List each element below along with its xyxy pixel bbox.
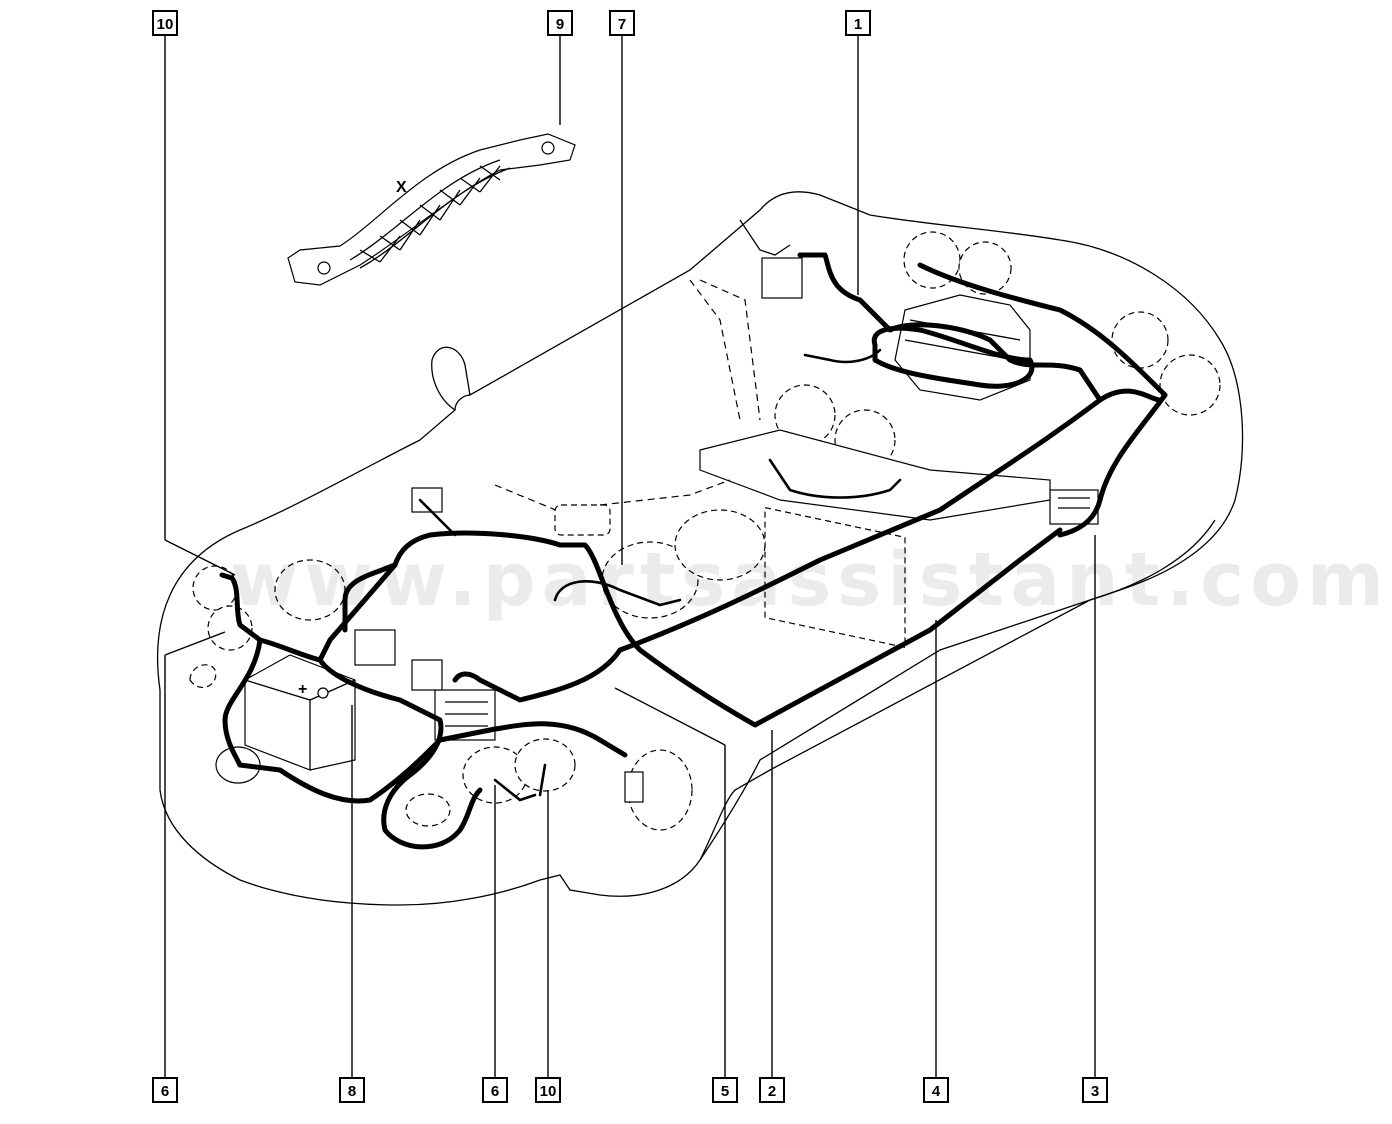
callout-4: 4 — [923, 1077, 949, 1103]
steering-wheel-right — [674, 509, 766, 581]
harness-3 — [1057, 392, 1168, 538]
harness-4 — [617, 397, 1103, 653]
callout-1: 1 — [845, 10, 871, 36]
callout-8: 8 — [339, 1077, 365, 1103]
right-headlamp-2 — [958, 241, 1012, 295]
ecu-module — [761, 257, 803, 299]
callout-5: 5 — [712, 1077, 738, 1103]
brace-crosshatch — [359, 165, 501, 263]
brace-mark: X — [396, 179, 407, 196]
callout-label: 1 — [854, 16, 862, 33]
front-area: + — [189, 559, 693, 831]
battery-plus-mark: + — [298, 681, 307, 698]
harness-2 — [557, 527, 1063, 728]
callout-3: 3 — [1082, 1077, 1108, 1103]
fan-left — [774, 384, 836, 446]
callout-label: 3 — [1091, 1083, 1099, 1100]
side-connector — [624, 771, 644, 803]
harness-6-left-down — [222, 637, 263, 768]
callout-label: 2 — [768, 1083, 776, 1100]
harness-5 — [452, 647, 623, 703]
left-headlamp-2 — [207, 605, 253, 651]
harness-lines — [219, 252, 1168, 850]
radiator — [764, 506, 906, 649]
callout-label: 7 — [618, 16, 626, 33]
callout-6-left: 6 — [152, 1077, 178, 1103]
right-lamp-4 — [1159, 354, 1221, 416]
harness-10-mid — [493, 763, 547, 802]
harness-cowl — [768, 458, 902, 499]
front-lower-lamp — [405, 793, 451, 827]
harness-dash-extra — [418, 498, 457, 537]
leader-lines — [164, 35, 1096, 1078]
callout-label: 10 — [540, 1083, 557, 1100]
watermark: www.partsassistant.com — [230, 537, 1390, 623]
right-lamp-3 — [1111, 311, 1169, 369]
callout-6-mid: 6 — [482, 1077, 508, 1103]
brace-bolt-left — [317, 261, 331, 275]
callout-7: 7 — [609, 10, 635, 36]
left-horn — [189, 664, 217, 688]
callout-10-bottom: 10 — [535, 1077, 561, 1103]
callout-label: 10 — [157, 16, 174, 33]
car-body-outline — [156, 191, 1244, 906]
callout-2: 2 — [759, 1077, 785, 1103]
dashboard-area — [411, 479, 766, 619]
harness-front-left — [342, 562, 398, 633]
callout-label: 4 — [932, 1083, 941, 1100]
callout-label: 9 — [556, 16, 564, 33]
callout-label: 8 — [348, 1083, 356, 1100]
brace-bolt-right — [541, 141, 555, 155]
harness-6-left — [219, 572, 323, 663]
harness-8 — [237, 721, 628, 804]
cross-brace-part: X — [287, 133, 576, 286]
harness-1 — [797, 252, 1163, 403]
ignition-module — [354, 629, 396, 666]
engine-bay — [689, 231, 1221, 649]
harness-1-branch — [917, 262, 1168, 398]
battery-terminal — [317, 687, 329, 699]
callout-label: 6 — [491, 1083, 499, 1100]
harness-front-loop — [317, 530, 563, 850]
instrument-panel — [554, 504, 611, 536]
battery — [244, 654, 356, 771]
harness-1-loop — [871, 325, 1035, 389]
callout-label: 6 — [161, 1083, 169, 1100]
harness-7 — [553, 579, 682, 607]
harness-radiator — [803, 348, 882, 364]
callout-10-top: 10 — [152, 10, 178, 36]
relay-unit — [411, 659, 443, 691]
callout-9: 9 — [547, 10, 573, 36]
callout-label: 5 — [721, 1083, 729, 1100]
